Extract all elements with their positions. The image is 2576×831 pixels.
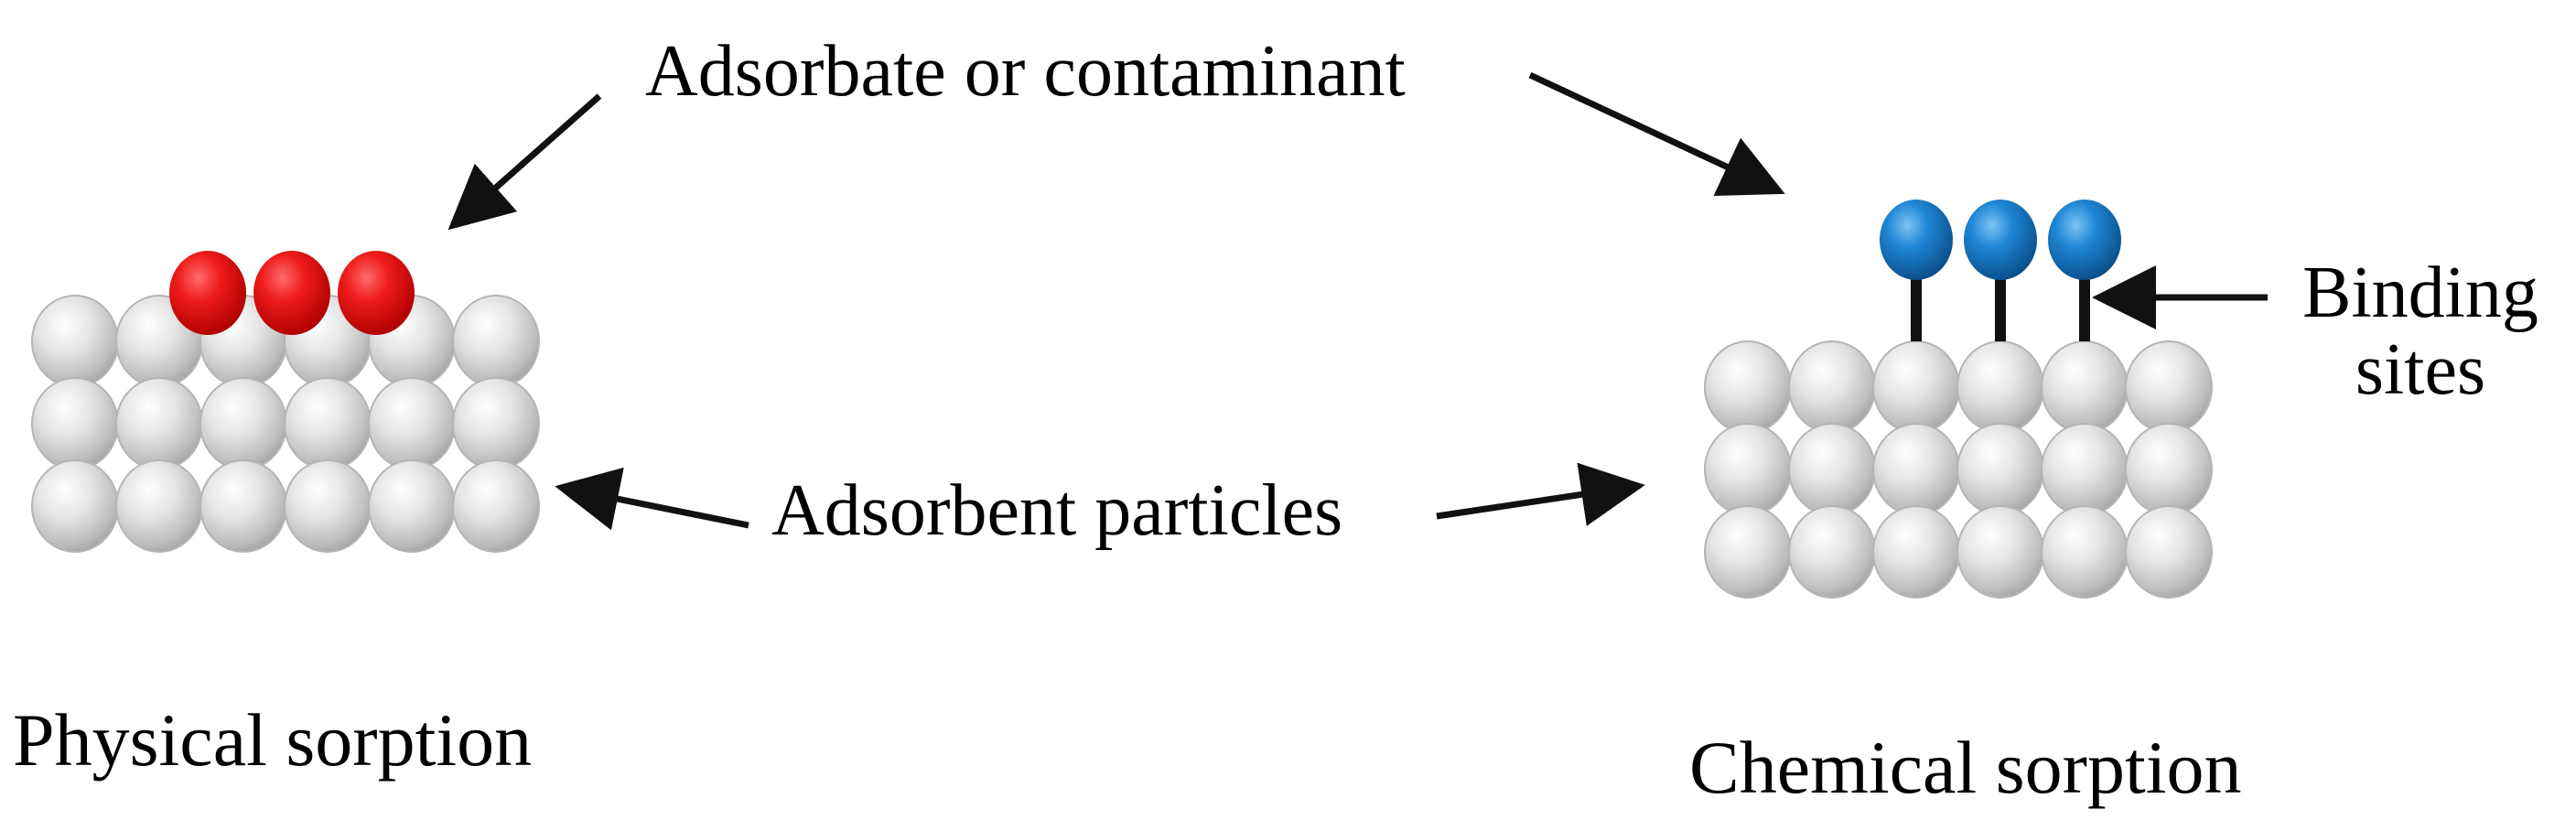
adsorbent-particle — [2041, 340, 2129, 434]
adsorbent-particle — [1956, 505, 2044, 599]
adsorbent-particle — [31, 377, 119, 470]
adsorbent-particle — [1704, 505, 1792, 599]
adsorbent-particle — [1788, 423, 1876, 516]
adsorbent-particle — [1704, 423, 1792, 516]
adsorbent-particle — [452, 295, 540, 388]
adsorbent-particle — [199, 377, 287, 470]
binding-sites-label: Binding sites — [2279, 254, 2562, 408]
adsorbent-label: Adsorbent particles — [771, 470, 1343, 551]
arrow-adsorbent-to-physical — [555, 467, 749, 531]
adsorbent-particle — [31, 459, 119, 553]
adsorbate-molecule — [253, 251, 330, 335]
arrow-adsorbent-to-chemical — [1436, 462, 1645, 526]
adsorbent-particle — [1872, 340, 1960, 434]
adsorbent-particle — [284, 377, 372, 470]
adsorbent-particle — [368, 459, 456, 553]
adsorbent-particle — [115, 459, 203, 553]
adsorbent-particle — [115, 377, 203, 470]
binding-sites-line2: sites — [2355, 329, 2486, 410]
adsorbent-particle — [1788, 505, 1876, 599]
adsorbate-molecule — [1964, 200, 2037, 280]
adsorbate-molecule — [169, 251, 246, 335]
adsorbent-particle — [1872, 423, 1960, 516]
adsorbent-particle — [2041, 505, 2129, 599]
adsorbent-particle — [2125, 505, 2213, 599]
adsorbent-particle — [1956, 423, 2044, 516]
adsorbate-label: Adsorbate or contaminant — [645, 31, 1406, 112]
binding-sites-line1: Binding — [2302, 253, 2538, 333]
adsorbent-particle — [2125, 340, 2213, 434]
adsorbent-particle — [452, 459, 540, 553]
adsorbent-particle — [1704, 340, 1792, 434]
adsorbent-particle — [452, 377, 540, 470]
physical-sorption-panel — [31, 251, 540, 553]
adsorbate-molecule — [1880, 200, 1953, 280]
adsorbent-particle — [368, 377, 456, 470]
adsorbate-molecule — [338, 251, 415, 335]
adsorbent-particle — [199, 459, 287, 553]
adsorbent-particle — [2041, 423, 2129, 516]
arrow-adsorbate-to-chemical — [1528, 71, 1785, 197]
physical-sorption-label: Physical sorption — [13, 698, 533, 782]
adsorbate-molecule — [2048, 200, 2121, 280]
arrow-adsorbate-to-physical — [447, 93, 602, 231]
adsorbent-particle — [2125, 423, 2213, 516]
adsorbent-particle — [1872, 505, 1960, 599]
chemical-sorption-label: Chemical sorption — [1689, 726, 2242, 809]
adsorbent-particle — [284, 459, 372, 553]
adsorbent-particle — [1788, 340, 1876, 434]
adsorbent-particle — [1956, 340, 2044, 434]
chemical-sorption-panel — [1704, 200, 2213, 599]
adsorbent-particle — [31, 295, 119, 388]
